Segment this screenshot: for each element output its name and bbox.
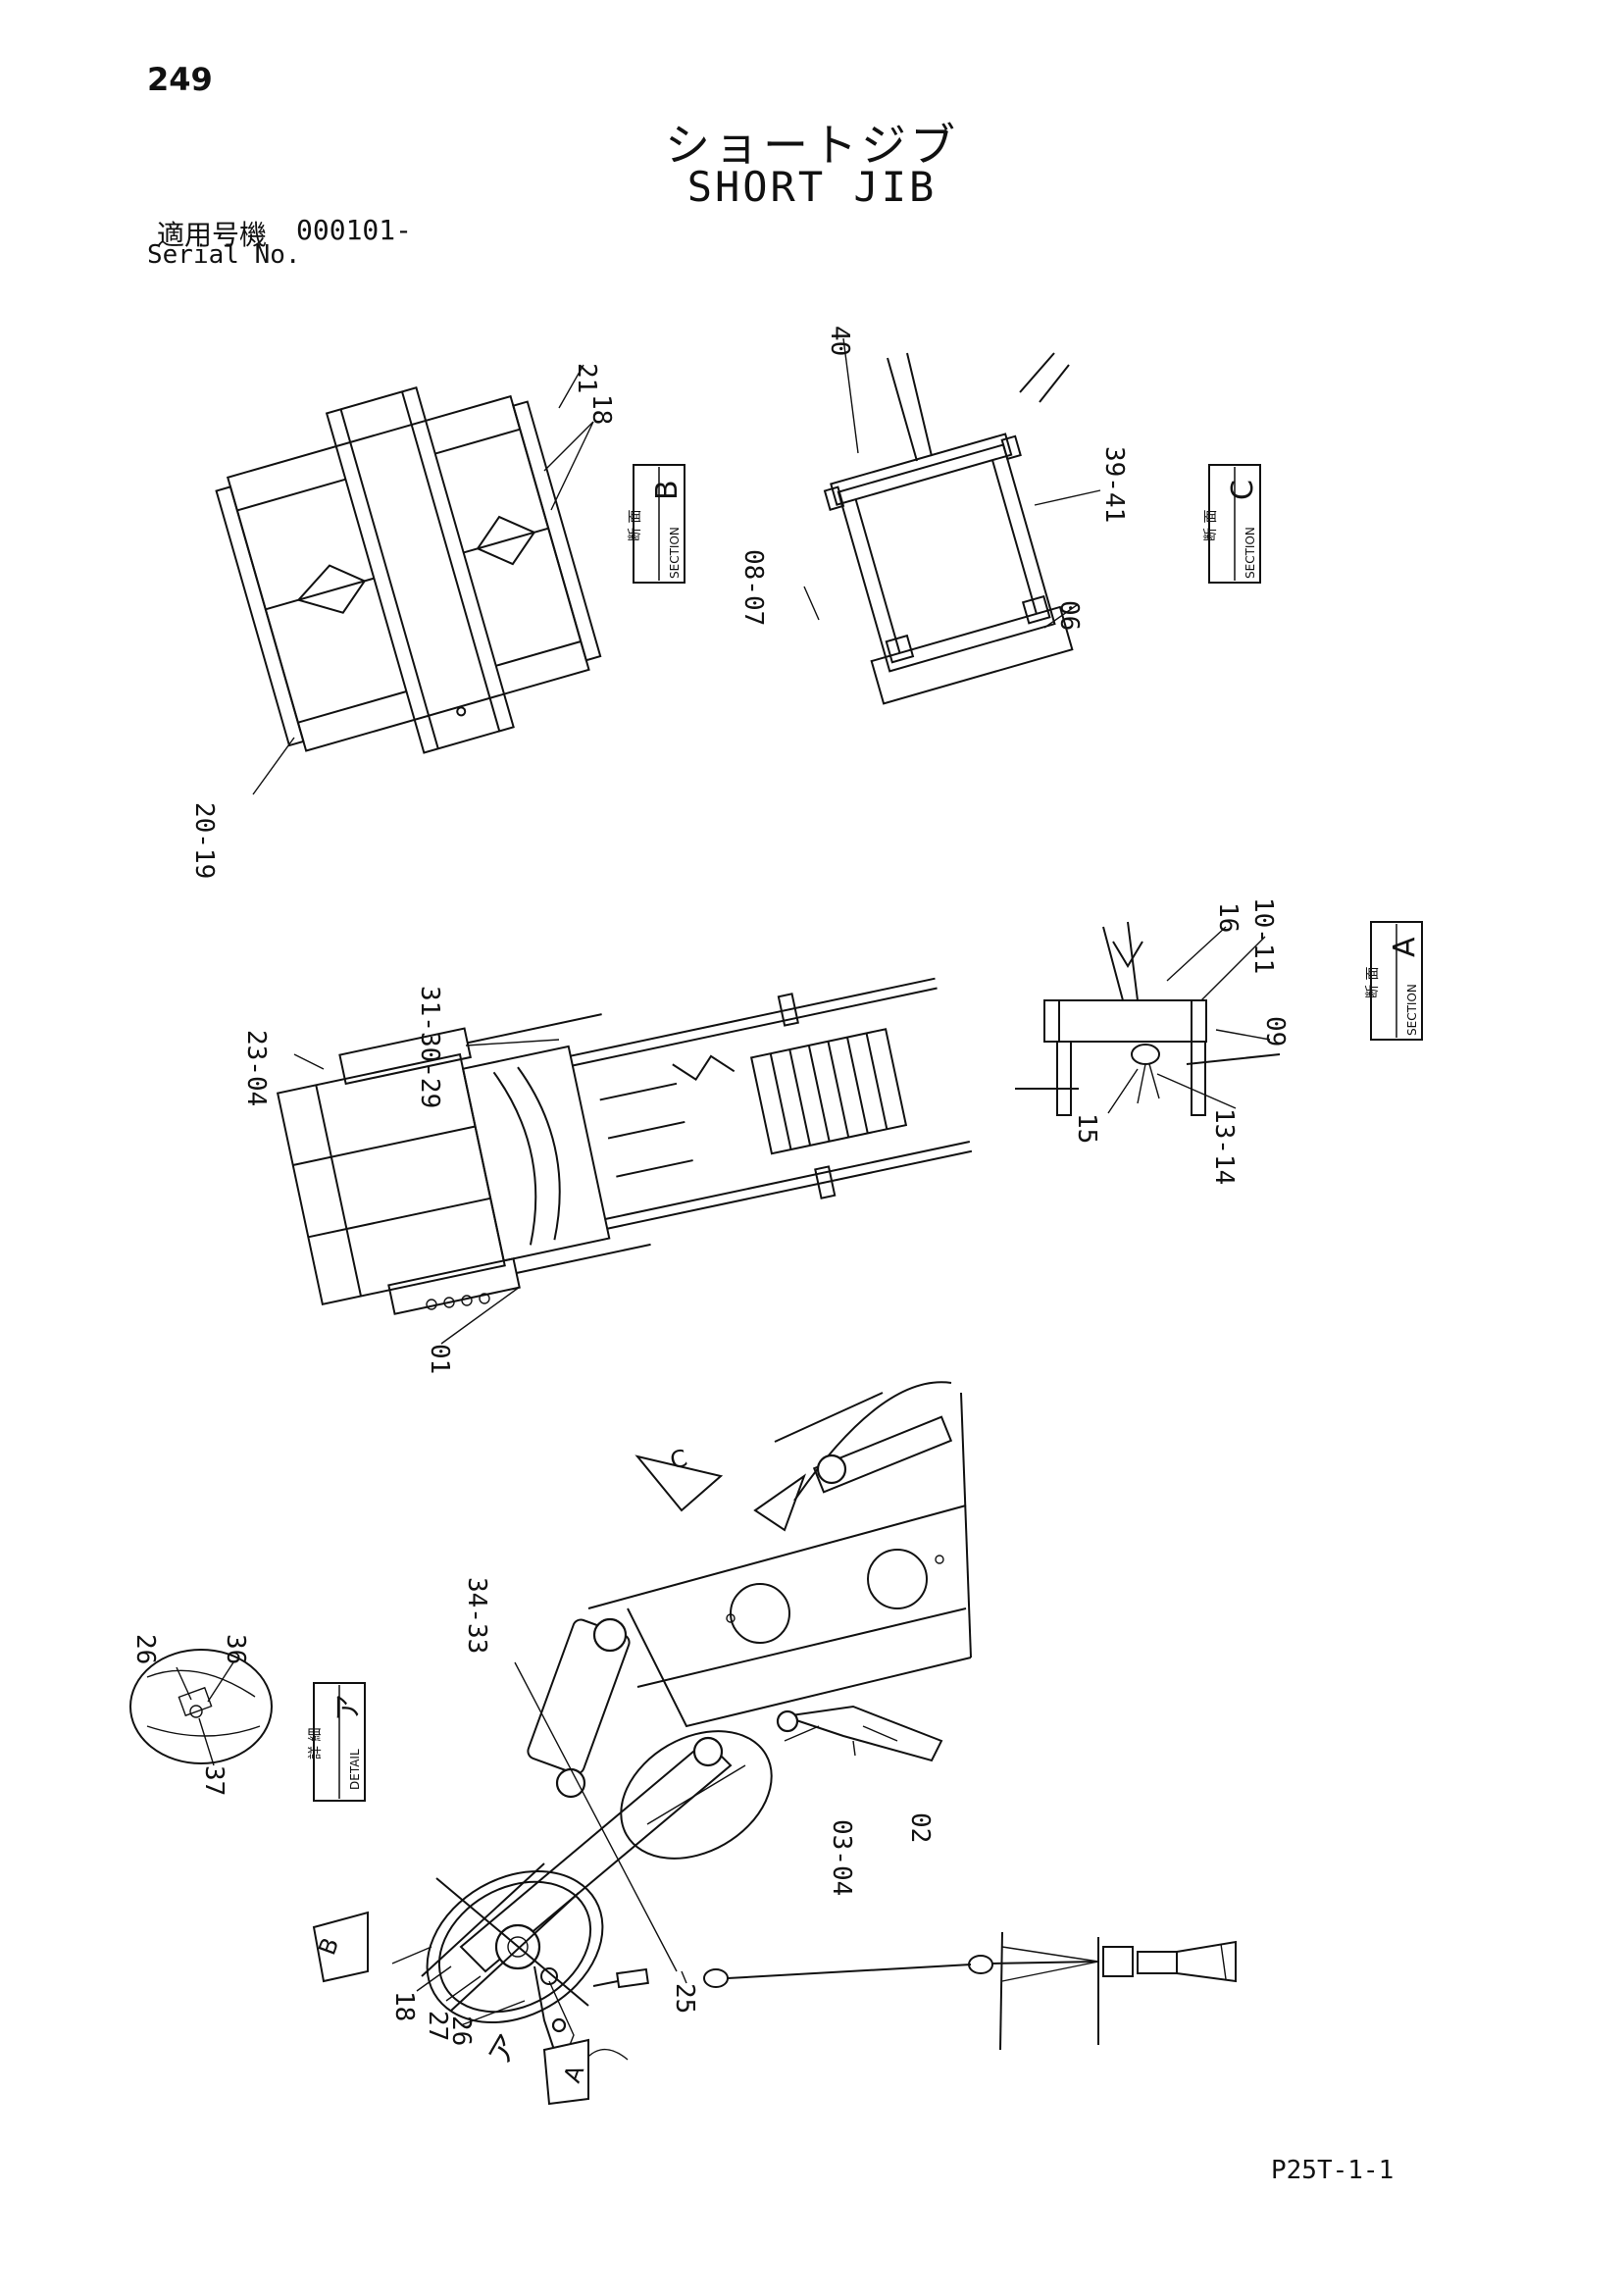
detail-tag: 詳 細 DETAIL ア bbox=[308, 1682, 366, 1802]
detail-jp: 詳 細 bbox=[308, 1728, 324, 1760]
section-a-jp: 断 面 bbox=[1365, 967, 1381, 998]
section-a-view bbox=[1015, 921, 1281, 1116]
callout-06: 06 bbox=[1054, 600, 1084, 631]
section-c-letter: C bbox=[1226, 480, 1260, 500]
view-marker-a-jp: ア bbox=[482, 2029, 527, 2071]
callout-26-detail: 26 bbox=[130, 1634, 160, 1664]
callout-26-main: 26 bbox=[446, 2015, 476, 2046]
section-b-tag: 断 面 SECTION B bbox=[628, 464, 685, 584]
callout-31-30-29: 31-30-29 bbox=[415, 986, 444, 1108]
section-b-jp: 断 面 bbox=[628, 510, 643, 541]
callout-02: 02 bbox=[905, 1812, 935, 1843]
section-b-view bbox=[215, 364, 602, 795]
callout-25: 25 bbox=[670, 1983, 699, 2014]
section-c-jp: 断 面 bbox=[1203, 510, 1219, 541]
serial-number-value: 000101- bbox=[296, 214, 413, 246]
view-marker-c: C bbox=[634, 1444, 724, 1512]
view-marker-b: B bbox=[312, 1911, 369, 1983]
detail-label: DETAIL bbox=[348, 1749, 362, 1790]
main-side-view bbox=[391, 1381, 1237, 2070]
page-code: P25T-1-1 bbox=[1271, 2156, 1395, 2185]
callout-20-19: 20-19 bbox=[189, 802, 219, 879]
callout-23-04: 23-04 bbox=[241, 1030, 271, 1106]
jib-head-top-view bbox=[276, 977, 973, 1345]
view-marker-a: A bbox=[542, 2038, 589, 2106]
section-c-label: SECTION bbox=[1243, 527, 1257, 579]
callout-40: 40 bbox=[825, 326, 854, 356]
serial-label-japanese: 適用号機 bbox=[157, 219, 268, 251]
callout-34-33: 34-33 bbox=[462, 1577, 491, 1654]
serial-label: Serial No. bbox=[147, 240, 301, 270]
section-c-tag: 断 面 SECTION C bbox=[1203, 464, 1261, 584]
callout-39-41: 39-41 bbox=[1099, 446, 1129, 523]
callout-09: 09 bbox=[1260, 1016, 1290, 1046]
callout-18-main: 18 bbox=[389, 1991, 419, 2021]
callout-08-07: 08-07 bbox=[738, 549, 768, 626]
callout-37: 37 bbox=[199, 1765, 228, 1796]
callout-13-14: 13-14 bbox=[1209, 1108, 1239, 1185]
callout-01: 01 bbox=[425, 1344, 454, 1374]
callout-27: 27 bbox=[423, 2011, 452, 2041]
callout-10-11: 10-11 bbox=[1248, 897, 1278, 974]
page-title-japanese: ショートジブ bbox=[665, 119, 959, 172]
callout-21: 21 bbox=[572, 363, 601, 393]
detail-a-view bbox=[129, 1649, 273, 1766]
section-b-label: SECTION bbox=[668, 527, 682, 579]
svg-text:C: C bbox=[667, 1444, 689, 1474]
section-a-letter: A bbox=[1388, 937, 1422, 957]
callout-15: 15 bbox=[1072, 1113, 1101, 1144]
detail-letter: ア bbox=[331, 1694, 364, 1721]
page-number: 249 bbox=[147, 61, 213, 98]
callout-36: 36 bbox=[221, 1634, 250, 1664]
callout-16: 16 bbox=[1213, 902, 1243, 933]
page-title: SHORT JIB bbox=[686, 163, 938, 211]
section-a-tag: 断 面 SECTION A bbox=[1365, 921, 1423, 1041]
section-b-letter: B bbox=[650, 480, 685, 500]
callout-03-04: 03-04 bbox=[827, 1819, 856, 1896]
section-a-label: SECTION bbox=[1405, 984, 1419, 1036]
callout-18: 18 bbox=[586, 394, 616, 425]
section-c-view bbox=[803, 337, 1101, 705]
